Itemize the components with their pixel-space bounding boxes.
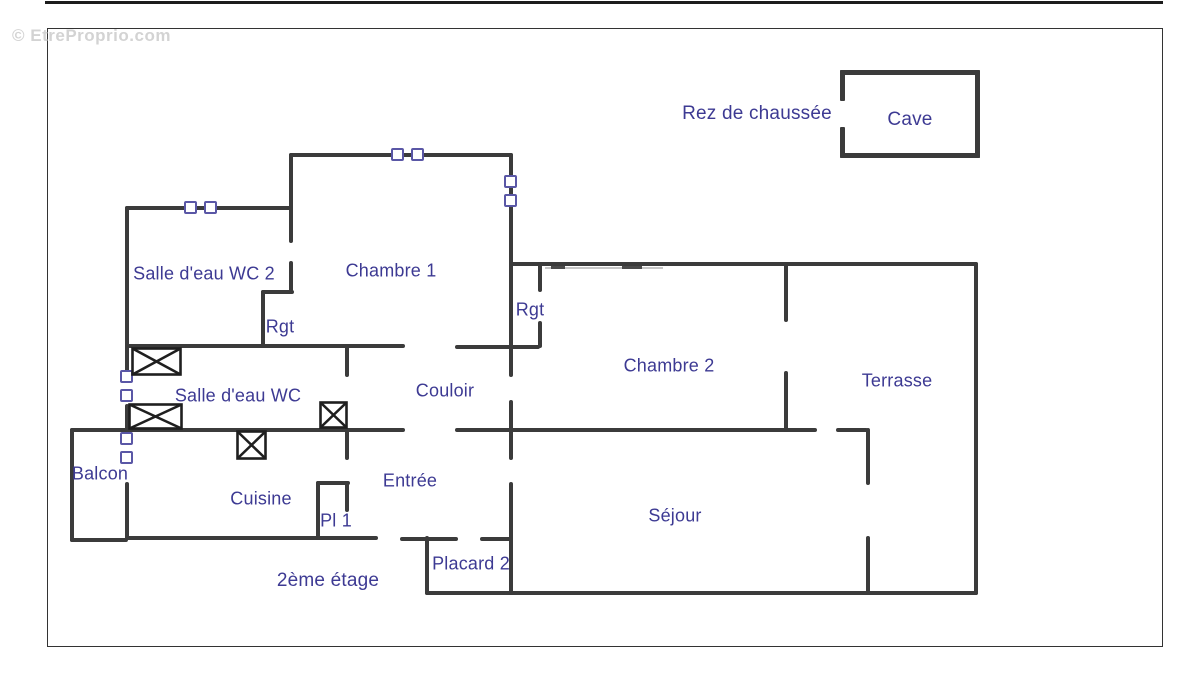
wall-segment: [261, 290, 294, 294]
wall-segment: [784, 371, 788, 432]
floor-label-second: 2ème étage: [276, 570, 380, 591]
wall-segment: [836, 428, 868, 432]
wall-segment: [345, 481, 349, 512]
room-label-pl1: Pl 1: [320, 510, 352, 531]
wall-segment: [125, 482, 129, 540]
wall-segment: [455, 345, 540, 349]
wall-segment: [125, 344, 405, 348]
wall-segment: [125, 206, 129, 374]
wall-segment: [509, 482, 513, 595]
room-label-chambre1: Chambre 1: [345, 260, 437, 281]
wall-segment: [509, 262, 978, 266]
wall-shadow-line: [545, 267, 663, 269]
fixture-crossed-box-icon: [319, 401, 348, 429]
wall-segment: [289, 261, 293, 293]
wall-segment: [455, 428, 817, 432]
window-pane: [504, 194, 517, 207]
wall-segment: [840, 70, 845, 101]
fixture-crossed-box-icon: [131, 347, 182, 376]
wall-segment: [480, 537, 513, 541]
window-pane: [391, 148, 404, 161]
wall-segment: [70, 428, 128, 432]
room-label-placard2: Placard 2: [432, 553, 510, 574]
window-pane: [120, 370, 133, 383]
room-label-rgt1: Rgt: [265, 316, 295, 337]
top-border-line: [45, 1, 1163, 4]
window-icon: [120, 370, 133, 402]
wall-segment: [840, 127, 845, 158]
wall-segment: [784, 262, 788, 322]
fixture-crossed-box-icon: [236, 430, 267, 460]
window-pane: [120, 451, 133, 464]
room-label-entree: Entrée: [382, 470, 438, 491]
watermark-text: © EtreProprio.com: [12, 26, 171, 45]
wall-segment: [840, 153, 980, 158]
room-label-cuisine: Cuisine: [230, 488, 292, 509]
window-pane: [504, 175, 517, 188]
floor-label-ground: Rez de chaussée: [682, 103, 832, 124]
wall-segment: [316, 481, 320, 540]
window-pane: [411, 148, 424, 161]
wall-segment: [538, 262, 542, 292]
room-label-rgt2: Rgt: [515, 299, 545, 320]
room-label-cave: Cave: [887, 109, 933, 130]
wall-dash: [622, 266, 642, 269]
wall-segment: [289, 153, 293, 243]
wall-segment: [125, 536, 378, 540]
wall-segment: [975, 70, 980, 158]
wall-dash: [551, 266, 565, 269]
wall-segment: [125, 404, 129, 432]
wall-segment: [509, 153, 513, 377]
wall-segment: [70, 428, 74, 542]
room-label-salle-deau-wc: Salle d'eau WC: [174, 385, 302, 406]
window-icon: [391, 148, 424, 161]
wall-segment: [866, 536, 870, 595]
window-pane: [120, 432, 133, 445]
room-label-sejour: Séjour: [648, 505, 702, 526]
room-label-couloir: Couloir: [415, 380, 475, 401]
window-icon: [504, 175, 517, 207]
wall-segment: [425, 536, 429, 595]
wall-segment: [974, 262, 978, 595]
wall-segment: [125, 428, 405, 432]
window-pane: [120, 389, 133, 402]
window-pane: [184, 201, 197, 214]
wall-segment: [316, 481, 350, 485]
wall-segment: [538, 321, 542, 348]
room-label-salle-deau-wc2: Salle d'eau WC 2: [133, 263, 275, 284]
wall-segment: [840, 70, 980, 75]
wall-segment: [345, 428, 349, 460]
window-icon: [120, 432, 133, 464]
wall-segment: [70, 538, 128, 542]
wall-segment: [866, 428, 870, 485]
window-icon: [184, 201, 217, 214]
wall-segment: [345, 344, 349, 377]
fixture-crossed-box-icon: [128, 403, 183, 430]
room-label-balcon: Balcon: [71, 463, 129, 484]
plan-border-frame: [47, 28, 1163, 647]
room-label-chambre2: Chambre 2: [623, 355, 715, 376]
window-pane: [204, 201, 217, 214]
wall-segment: [425, 591, 978, 595]
wall-segment: [509, 400, 513, 460]
wall-segment: [400, 537, 458, 541]
wall-segment: [261, 290, 265, 348]
room-label-terrasse: Terrasse: [861, 370, 933, 391]
